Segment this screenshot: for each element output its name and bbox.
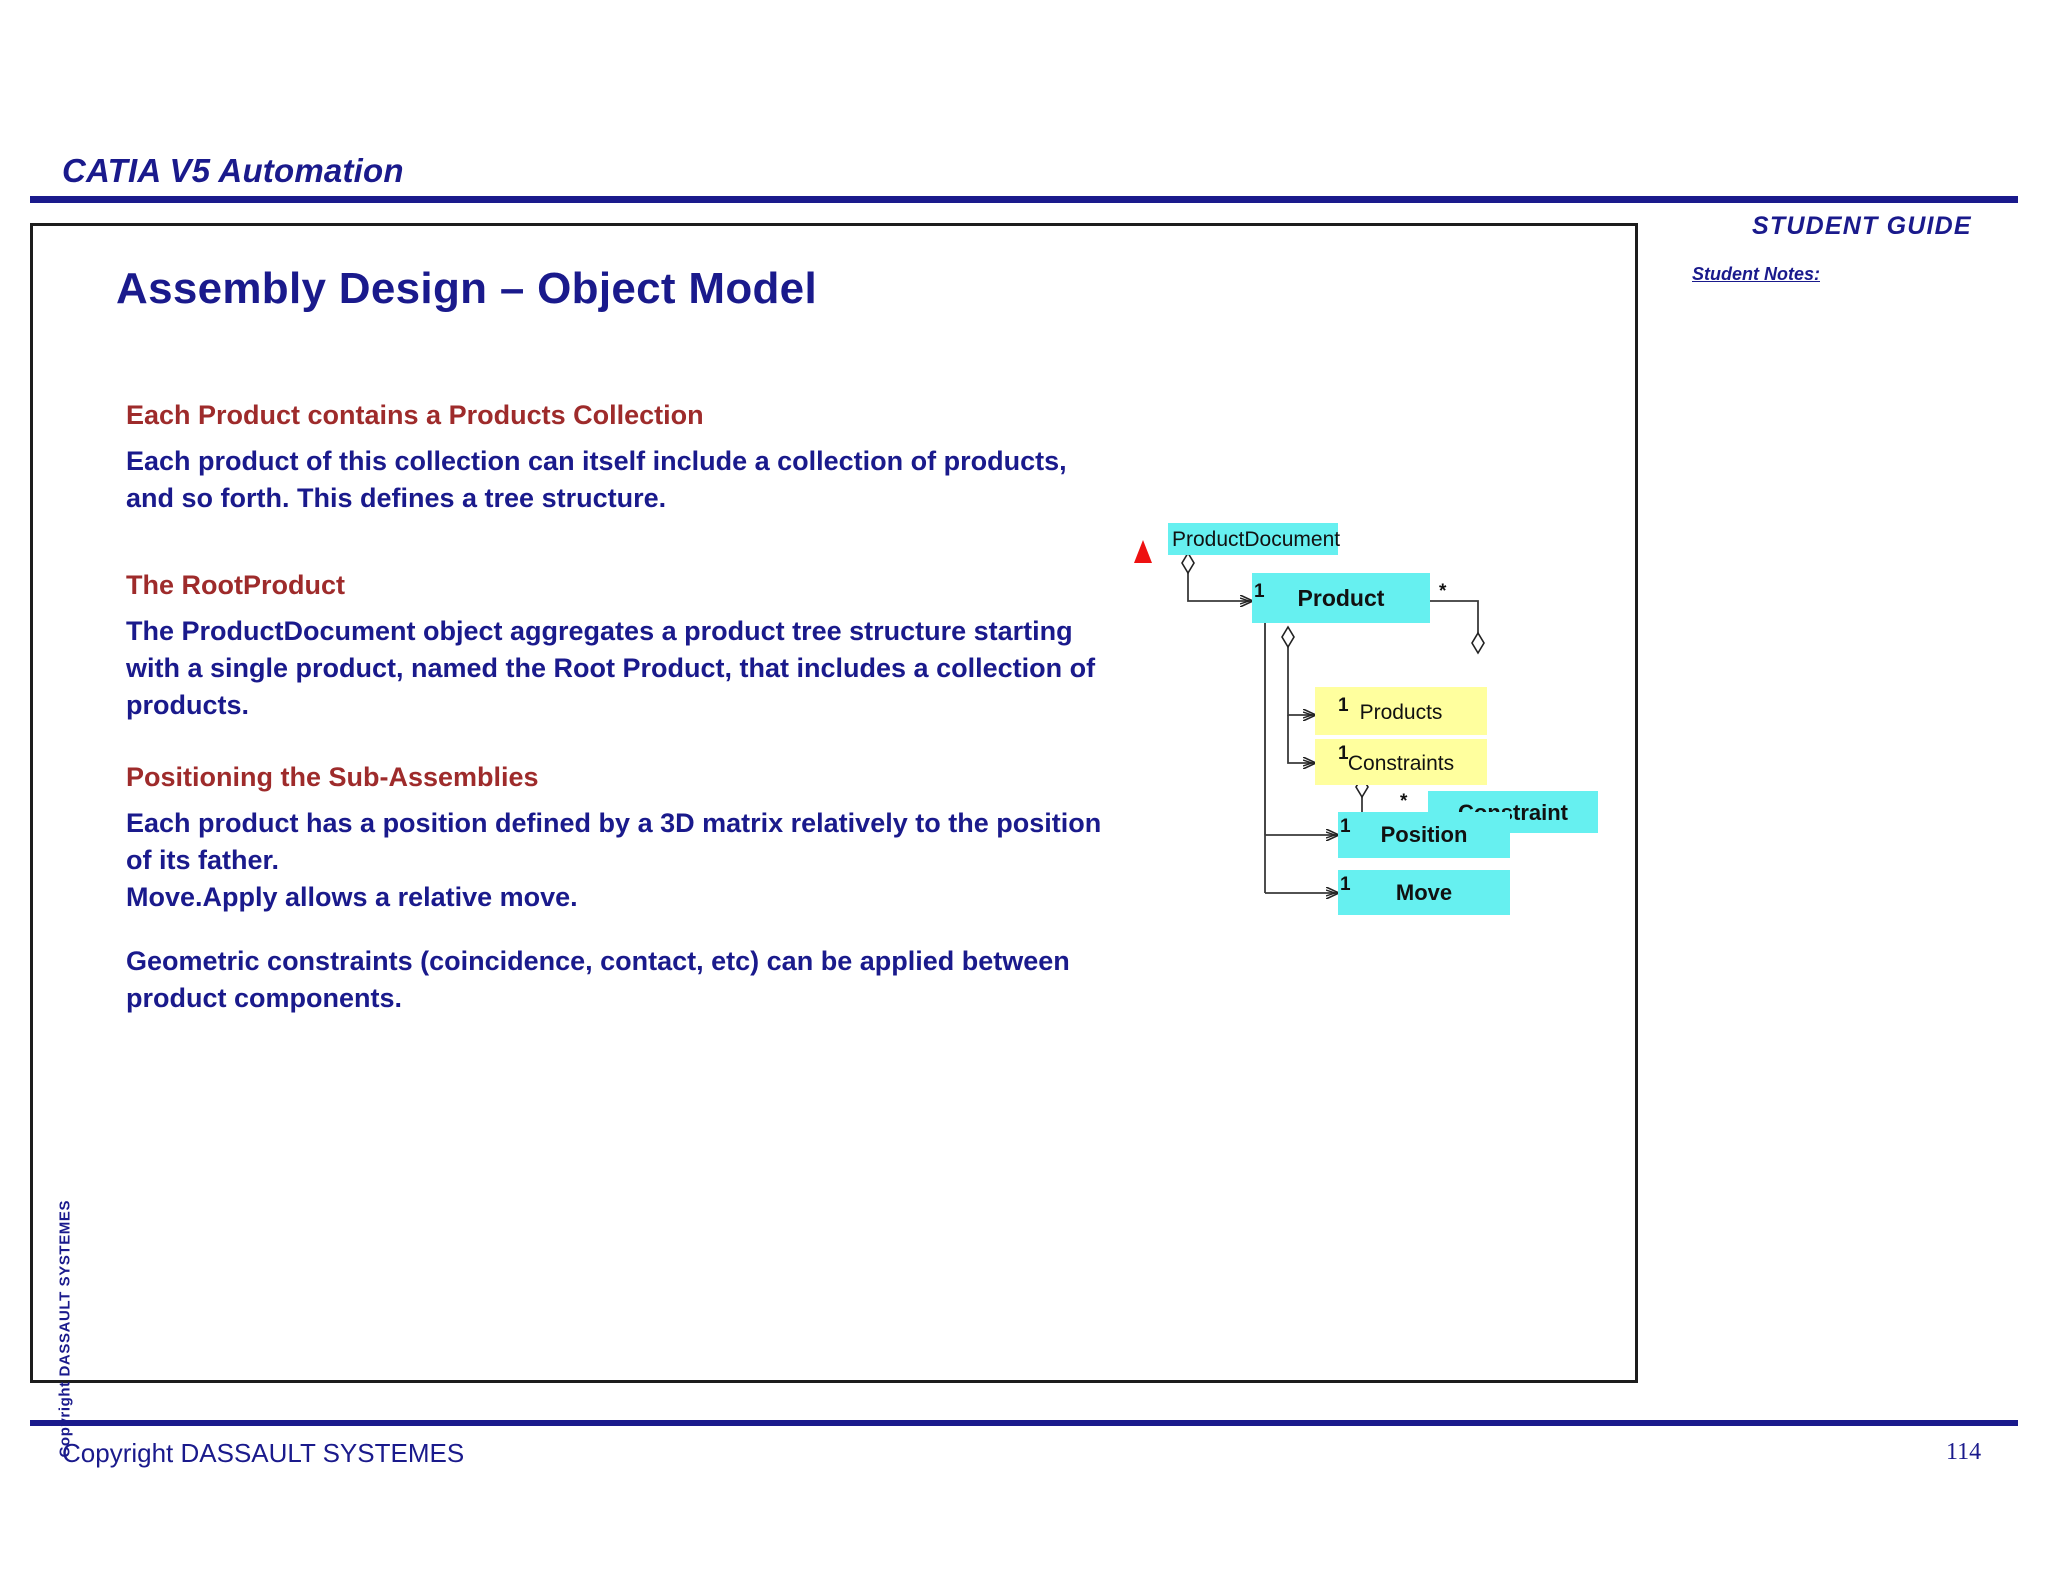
- svg-text:1: 1: [1254, 581, 1265, 602]
- page-title: Assembly Design – Object Model: [116, 264, 817, 313]
- svg-text:Position: Position: [1381, 822, 1468, 847]
- svg-text:1: 1: [1340, 874, 1351, 895]
- section-heading-positioning: Positioning the Sub-Assemblies: [126, 762, 539, 792]
- student-notes-label: Student Notes:: [1692, 264, 1820, 284]
- section-heading-rootproduct: The RootProduct: [126, 570, 345, 600]
- svg-text:*: *: [1400, 791, 1408, 812]
- section-body-rootproduct: The ProductDocument object aggregates a …: [126, 616, 1096, 720]
- svg-text:Constraints: Constraints: [1348, 752, 1454, 775]
- student-guide-label: STUDENT GUIDE: [1752, 212, 1972, 240]
- uml-node-position: [1338, 812, 1510, 858]
- footer-copyright: Copyright DASSAULT SYSTEMES: [62, 1438, 465, 1468]
- header-divider: [30, 196, 2018, 203]
- uml-node-move: [1338, 870, 1510, 915]
- red-triangle-icon: [1134, 540, 1152, 563]
- slide-frame: Copyright DASSAULT SYSTEMES: [30, 223, 1638, 1458]
- section-body-positioning: Each product has a position defined by a…: [126, 808, 1102, 912]
- section-heading-products-collection: Each Product contains a Products Collect…: [126, 400, 704, 430]
- svg-text:1: 1: [1338, 743, 1349, 764]
- course-title: CATIA V5 Automation: [62, 152, 404, 189]
- svg-text:Product: Product: [1298, 585, 1385, 611]
- svg-text:1: 1: [1338, 695, 1349, 716]
- uml-node-products: [1315, 687, 1487, 735]
- section-body-geometric-constraints: Geometric constraints (coincidence, cont…: [126, 946, 1070, 1013]
- uml-node-constraints: [1315, 739, 1487, 785]
- footer-divider: [30, 1420, 2018, 1426]
- uml-node-productdocument: [1168, 523, 1338, 555]
- svg-text:*: *: [1439, 581, 1447, 602]
- svg-text:ProductDocument: ProductDocument: [1172, 528, 1340, 551]
- svg-text:Products: Products: [1360, 701, 1443, 724]
- uml-node-product: [1252, 573, 1430, 623]
- svg-text:1: 1: [1340, 816, 1351, 837]
- page-number: 114: [1946, 1439, 1982, 1465]
- svg-text:Move: Move: [1396, 880, 1452, 905]
- uml-object-model-diagram: ProductDocument Product Products Constra…: [1110, 515, 1630, 915]
- section-body-products-collection: Each product of this collection can itse…: [126, 446, 1067, 513]
